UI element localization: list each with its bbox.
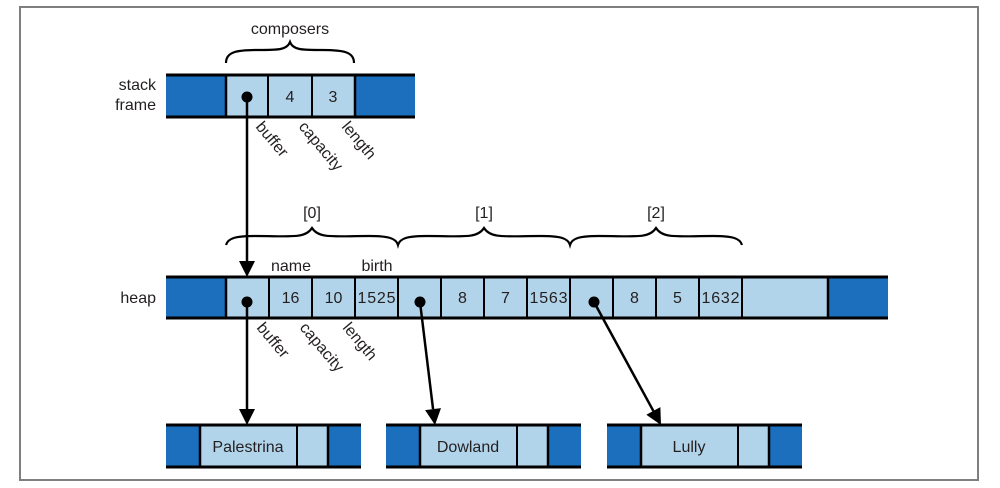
heap-element-1-length-cell (483, 276, 528, 319)
arrowhead-icon (646, 407, 661, 425)
heap-length-label: length (339, 320, 380, 364)
heap-capacity-label: capacity (296, 320, 347, 376)
stack-capacity-value: 4 (286, 89, 295, 106)
heap-element-0-capacity-value: 16 (282, 290, 300, 307)
composers-brace (224, 38, 356, 64)
heap-element-1-capacity-value: 8 (458, 290, 467, 307)
string-padding-right (548, 425, 581, 467)
heap-label: heap (120, 290, 156, 307)
string-buffer-2: Lully (607, 423, 802, 469)
arrowhead-icon (425, 408, 442, 425)
string-text-cell (199, 424, 298, 468)
string-text: Dowland (437, 439, 499, 456)
heap-padding-right (828, 277, 888, 318)
heap-element-0-length-value: 10 (325, 290, 343, 307)
string-padding-left (386, 425, 420, 467)
heap-element-2-capacity-value: 8 (630, 290, 639, 307)
heap-element-1-birth-value: 1563 (530, 290, 568, 307)
heap-element-0-birth-value: 1525 (358, 290, 396, 307)
string-text: Lully (673, 439, 706, 456)
heap-row: 16 10 1525 8 7 1563 8 5 1632 (166, 275, 888, 320)
stack-frame-label-line1: stack (119, 77, 157, 94)
string-spare-cell (296, 424, 329, 468)
index-0-label: [0] (303, 205, 321, 222)
string-buffer-1: Dowland (386, 423, 581, 469)
string-spare-cell (516, 424, 549, 468)
string-padding-left (166, 425, 200, 467)
stack-padding-right (355, 75, 415, 117)
string-padding-right (328, 425, 361, 467)
heap-element-2-length-value: 5 (673, 290, 682, 307)
stack-frame-row: 4 3 (166, 73, 415, 119)
string-padding-left (607, 425, 641, 467)
name-field-label: name (271, 258, 311, 275)
composers-label: composers (251, 21, 329, 38)
string-spare-cell (737, 424, 770, 468)
heap-element-0-buffer-pointer (239, 296, 255, 425)
stack-length-label: length (338, 119, 379, 163)
heap-element-2-birth-value: 1632 (702, 290, 740, 307)
arrowhead-icon (239, 409, 255, 425)
stack-length-value: 3 (329, 89, 338, 106)
arrowhead-icon (239, 261, 255, 277)
string-text: Palestrina (212, 439, 283, 456)
heap-element-1-buffer-pointer (414, 296, 442, 425)
string-buffer-0: Palestrina (166, 423, 361, 469)
heap-element-1-length-value: 7 (501, 290, 510, 307)
heap-buffer-label: buffer (253, 320, 293, 363)
birth-field-label: birth (361, 258, 392, 275)
stack-buffer-label: buffer (252, 119, 292, 162)
heap-elements-brace (224, 225, 744, 249)
stack-frame-label-line2: frame (115, 97, 156, 114)
stack-buffer-pointer (239, 91, 255, 277)
stack-capacity-label: capacity (295, 119, 346, 175)
index-2-label: [2] (647, 205, 665, 222)
heap-spare-capacity-cell (741, 276, 829, 319)
heap-padding-left (166, 277, 226, 318)
index-1-label: [1] (475, 205, 493, 222)
string-padding-right (769, 425, 802, 467)
heap-element-2-buffer-pointer (588, 296, 661, 425)
stack-padding-left (166, 75, 226, 117)
